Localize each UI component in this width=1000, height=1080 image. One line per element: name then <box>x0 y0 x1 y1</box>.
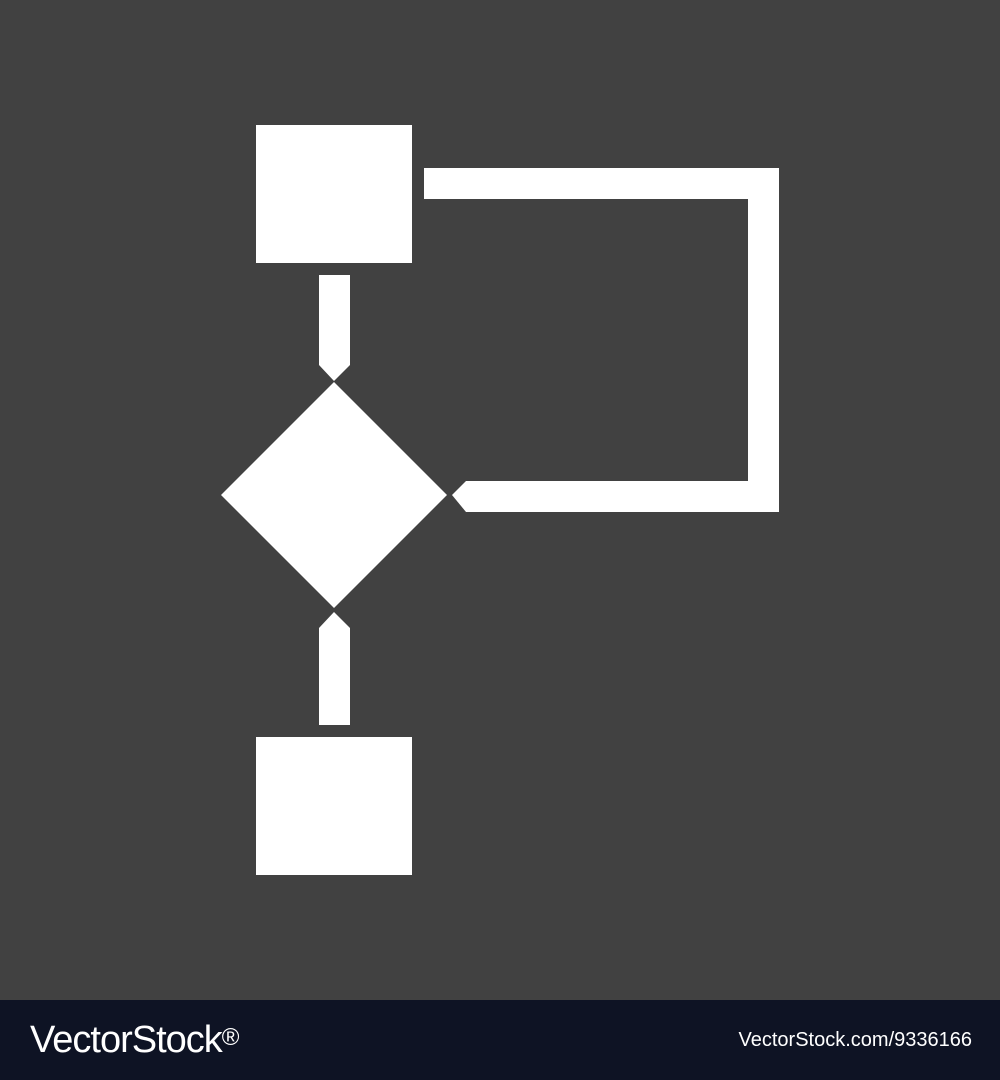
brand-name: VectorStock <box>30 1019 223 1061</box>
loop-connector-top <box>424 168 779 199</box>
vectorstock-logo: VectorStock® <box>30 1014 240 1066</box>
connector-bottom-notch <box>319 612 350 628</box>
decision-diamond <box>221 382 447 608</box>
loop-arrow-head <box>452 481 466 512</box>
flowchart-icon <box>221 125 779 875</box>
flowchart-icon-group <box>221 125 779 875</box>
loop-connector-bottom <box>466 481 779 512</box>
arrow-into-decision <box>319 350 350 381</box>
watermark-footer: VectorStock® VectorStock.com/9336166 <box>0 1000 1000 1080</box>
process-box-top <box>256 125 412 263</box>
image-id: VectorStock.com/9336166 <box>738 1029 972 1051</box>
loop-connector-right <box>748 168 779 512</box>
process-box-bottom <box>256 737 412 875</box>
vertical-connector-bottom-a <box>319 628 350 725</box>
vertical-connector-top <box>319 275 350 355</box>
registered-mark: ® <box>221 1024 240 1051</box>
icon-canvas <box>221 125 779 875</box>
